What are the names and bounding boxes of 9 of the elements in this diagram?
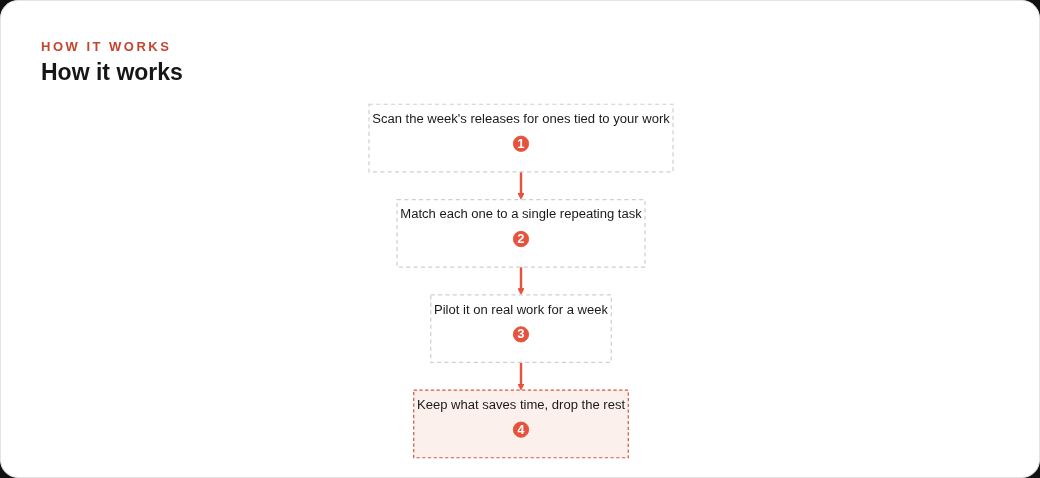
arrow [517,171,525,200]
step-number-circle: 4 [512,421,530,438]
step-number-circle: 2 [512,230,530,248]
step-number-circle: 1 [512,135,530,152]
eyebrow-text: HOW IT WORKS [41,39,172,54]
arrow [517,362,525,391]
arrow [517,267,525,296]
heading: How it works [41,59,183,86]
step-number-circle: 3 [512,326,530,343]
